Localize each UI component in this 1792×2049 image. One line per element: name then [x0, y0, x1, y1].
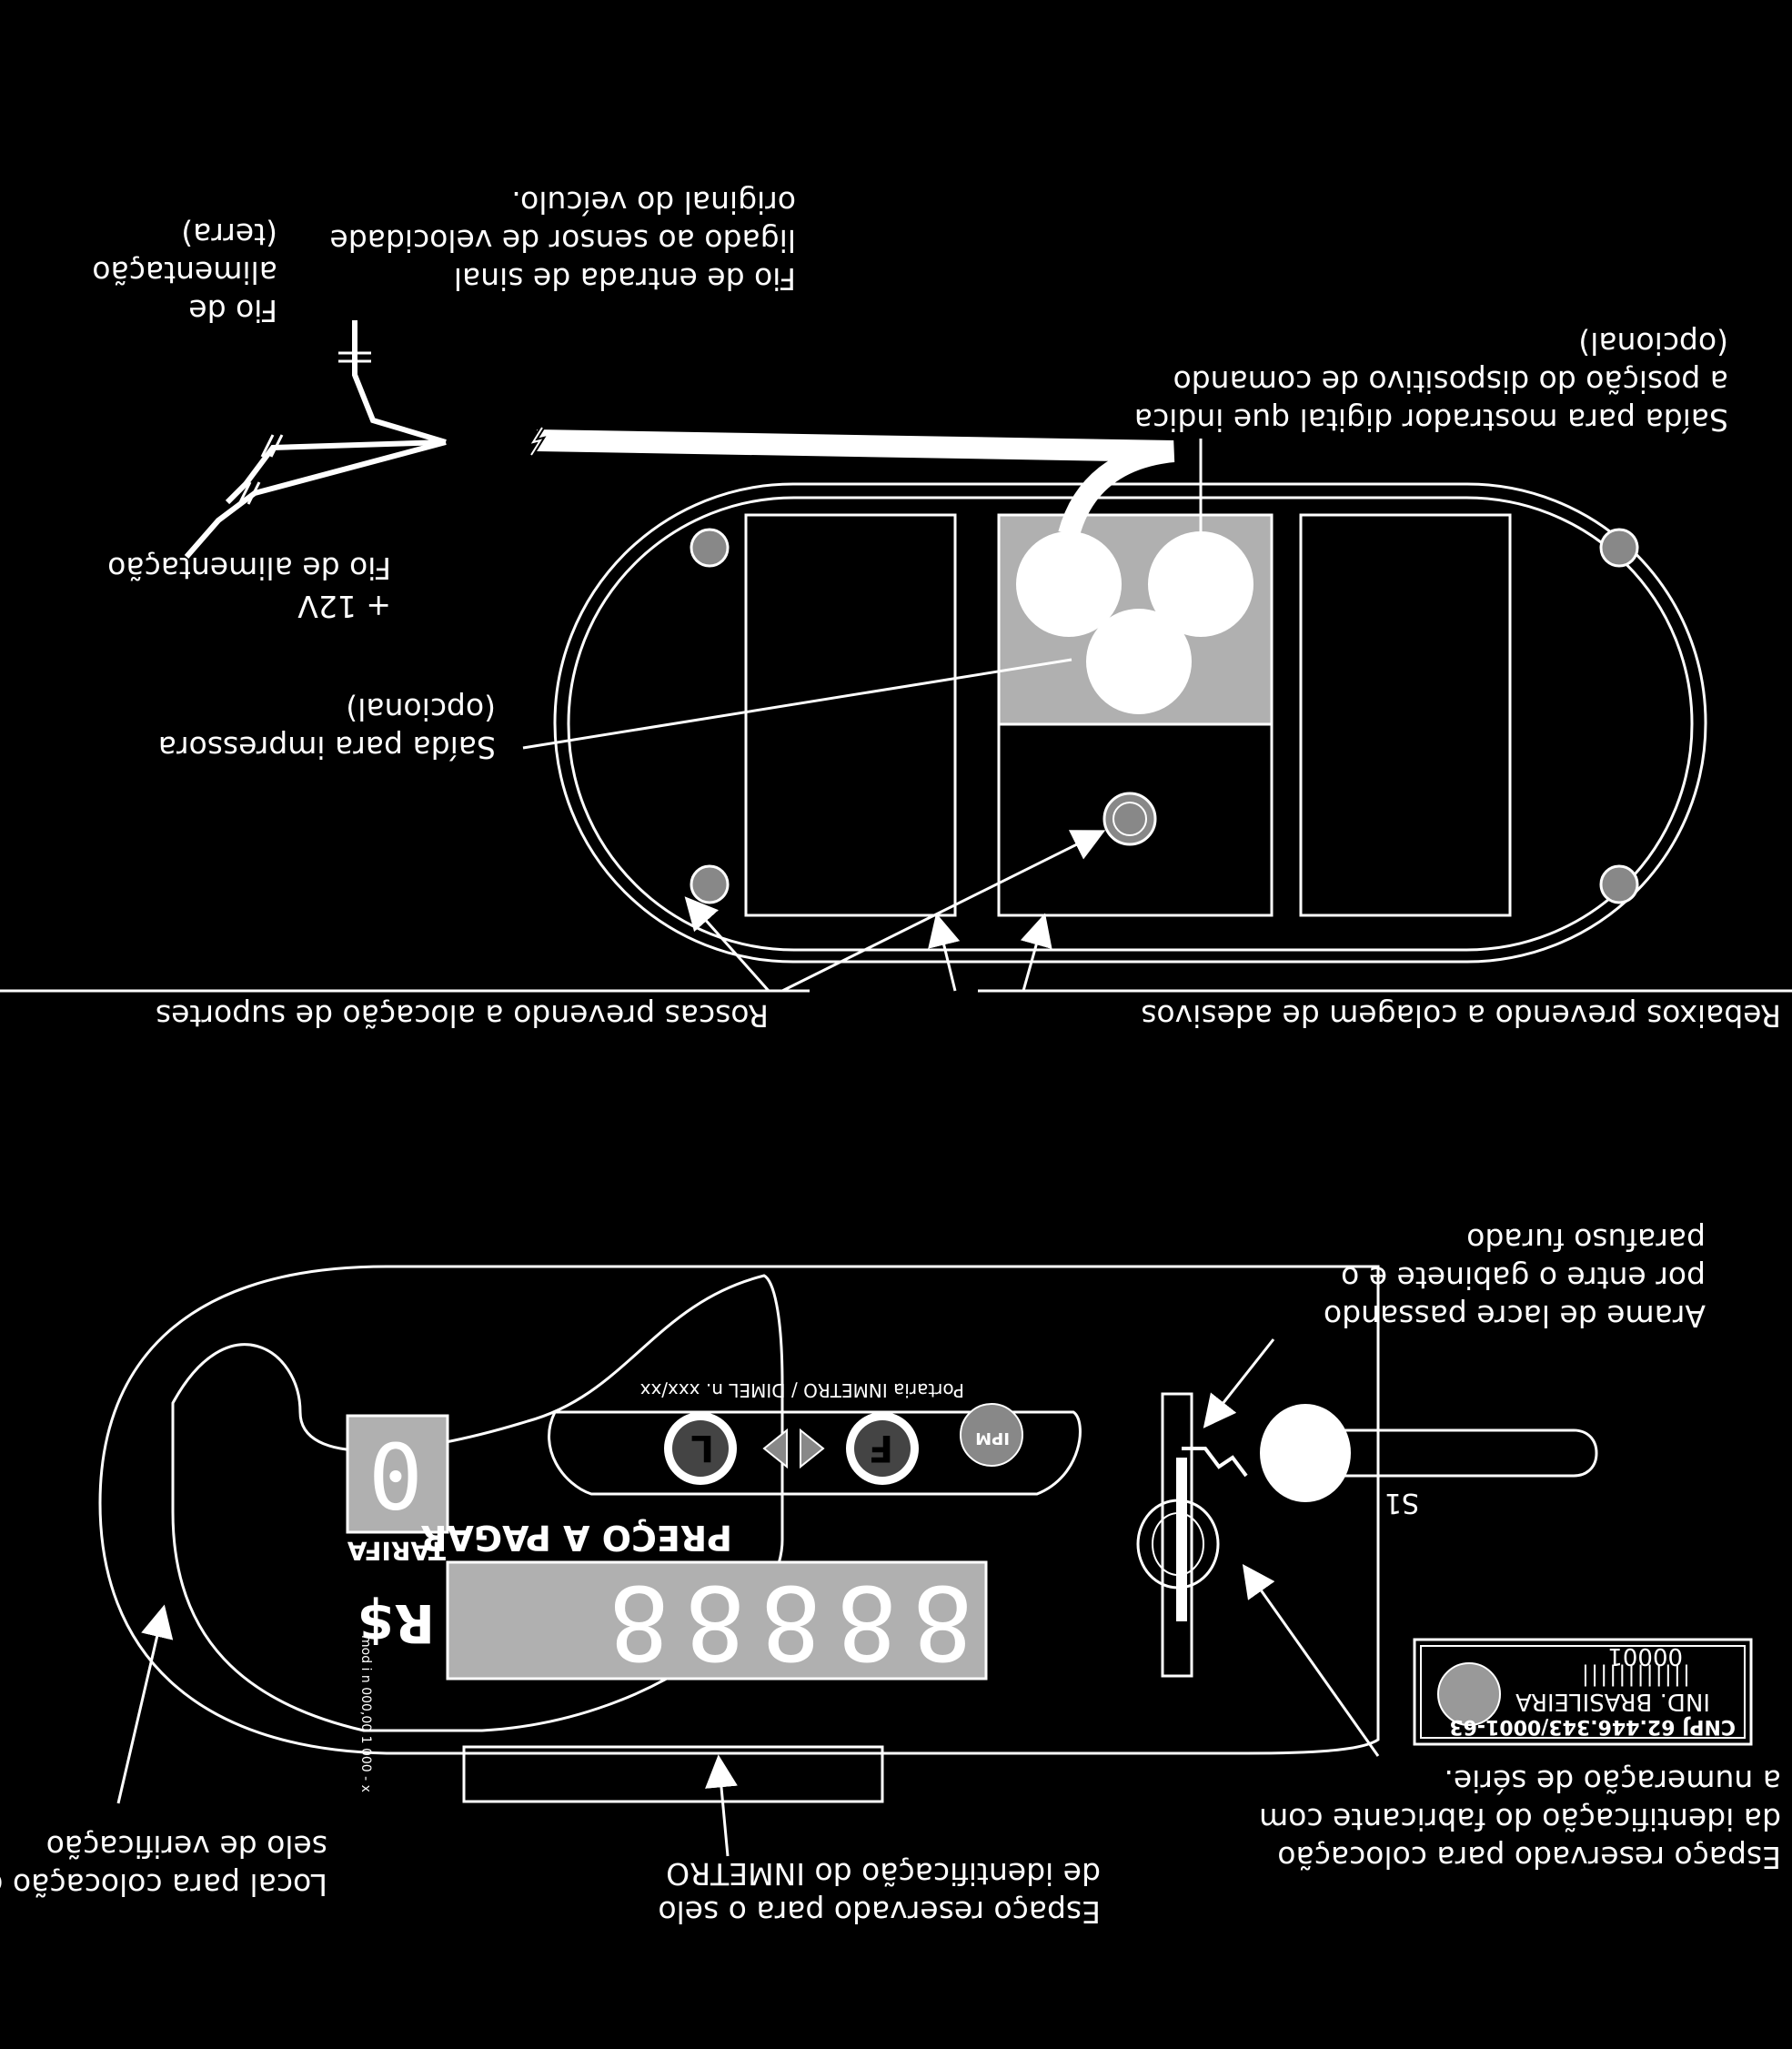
connector-top-left — [1148, 531, 1253, 637]
manufacturer-plate — [1413, 1638, 1753, 1746]
recesses-label: Rebaixos prevendo a colagem de adesivos — [1141, 998, 1781, 1034]
mount-thread-top-right — [690, 864, 730, 904]
mount-thread-bottom-right — [690, 528, 730, 568]
back-housing-inner — [567, 496, 1694, 952]
verification-seal-line-2: selo de verificação — [45, 1829, 327, 1864]
main-cable — [536, 429, 1175, 538]
mount-thread-top-left — [1599, 864, 1639, 904]
leader-verification — [116, 1604, 174, 1804]
lead-seal — [1260, 1404, 1351, 1502]
verification-seal-label: Local para colocação de selo de verifica… — [0, 1827, 327, 1903]
wire-power-line-1: + 12V — [297, 589, 391, 624]
seal-slot — [1176, 1458, 1187, 1621]
leader-inmetro — [705, 1754, 738, 1857]
threads-label: Roscas prevendo a alocação de suportes — [155, 998, 769, 1034]
wire-ground-line-3: (terra) — [181, 217, 277, 252]
verification-seal-line-1: Local para colocação de — [0, 1867, 327, 1903]
manufacturer-space-line-3: a numeração de série. — [1444, 1763, 1781, 1799]
output-printer-line-1: Saída para impressora — [157, 730, 496, 765]
manufacturer-space-label: Espaço reservado para colocação da ident… — [1259, 1761, 1781, 1876]
tariff-digit: 0 — [367, 1421, 423, 1528]
seal-wire — [1182, 1447, 1248, 1478]
manufacturer-space-line-2: da identificação do fabricante com — [1259, 1802, 1781, 1837]
display-window — [446, 1560, 988, 1681]
leader-manufacturer — [1242, 1564, 1380, 1757]
recess-center — [997, 722, 1274, 917]
arrow-buttons-icon — [762, 1428, 825, 1469]
front-logo — [960, 1403, 1023, 1467]
side-model-text: mod i n 000,00 1 000 - x — [358, 1635, 373, 1792]
s1-label: S1 — [1384, 1487, 1419, 1519]
inmetro-seal-label: Espaço reservado para o selo de identifi… — [658, 1854, 1101, 1931]
wire-signal-line-3: original do veículo. — [511, 185, 796, 220]
wire-ground-label: Fio de alimentação (terra) — [92, 215, 277, 329]
output-display-label: Saída para mostrador digital que indica … — [1134, 324, 1728, 439]
manufacturer-plate-inner — [1420, 1645, 1746, 1739]
seal-wire-line-1: Arame de lacre passando — [1323, 1298, 1706, 1334]
seal-screw-plate — [1161, 1392, 1193, 1678]
back-housing-outer — [553, 482, 1707, 964]
manufacturer-space-line-1: Espaço reservado para colocação — [1277, 1840, 1781, 1875]
plate-cnpj: CNPJ 62.446.343/0001-63 — [1449, 1715, 1736, 1738]
inmetro-seal-line-2: de identificação do INMETRO — [666, 1856, 1101, 1892]
inmetro-seal-line-1: Espaço reservado para o selo — [658, 1894, 1101, 1930]
inmetro-seal-box — [462, 1745, 884, 1803]
seal-wire-line-2: por entre o gabinete e o — [1341, 1260, 1706, 1296]
wire-break-symbols — [237, 434, 284, 505]
mount-thread-bottom-left — [1599, 528, 1639, 568]
recess-left — [1299, 513, 1512, 917]
front-logo-text: IPM — [975, 1428, 1010, 1448]
wire-ground — [225, 439, 447, 505]
connector-bottom — [1086, 609, 1192, 714]
plate-serial: 00001 — [1607, 1642, 1683, 1670]
wire-ground-line-2: alimentação — [92, 255, 277, 290]
leader-printer — [522, 658, 1072, 750]
seal-wire-label: Arame de lacre passando por entre o gabi… — [1324, 1220, 1706, 1335]
output-display-line-1: Saída para mostrador digital que indica — [1133, 402, 1728, 438]
wire-ground-line-1: Fio de — [188, 293, 277, 328]
wire-signal-line-1: Fio de entrada de sinal — [453, 261, 796, 297]
plate-country: IND. BRASILEIRA — [1515, 1688, 1710, 1715]
output-printer-line-2: (opcional) — [346, 691, 496, 727]
wire-power-line-2: Fio de alimentação — [107, 550, 391, 586]
front-housing — [98, 1265, 1380, 1755]
arrow-recess-center — [1020, 913, 1052, 992]
wire-power-label: + 12V Fio de alimentação — [107, 549, 391, 625]
button-f-label[interactable]: F — [868, 1427, 893, 1469]
back-view-diagram — [0, 320, 1792, 993]
arrow-thread-center — [781, 830, 1106, 993]
wire-signal — [352, 320, 447, 445]
leader-seal-wire — [1203, 1338, 1275, 1428]
seal-tag — [1301, 1428, 1598, 1478]
wire-signal-label: Fio de entrada de sinal ligado ao sensor… — [329, 183, 796, 298]
wire-power — [184, 439, 447, 559]
arrow-recess-right — [928, 913, 961, 992]
price-label: PREÇO A PAGAR — [420, 1518, 732, 1558]
tariff-window — [346, 1414, 449, 1534]
button-f-inner — [854, 1420, 911, 1477]
ordinance-panel — [548, 1410, 1082, 1496]
seal-wire-line-3: parafuso furado — [1466, 1222, 1706, 1257]
ordinance-text: Portaria INMETRO / DIMEL n. xxx/xx — [639, 1379, 964, 1401]
price-display: 88888 — [593, 1562, 973, 1681]
output-printer-label: Saída para impressora (opcional) — [158, 690, 496, 766]
connector-top-right — [1016, 531, 1122, 637]
plate-logo — [1437, 1662, 1501, 1726]
output-display-line-2: a posição do dispositivo de comando — [1173, 364, 1729, 399]
button-l-inner — [672, 1420, 729, 1477]
output-display-line-3: (opcional) — [1578, 326, 1728, 361]
center-thread-inner — [1112, 802, 1147, 836]
button-l-label[interactable]: L — [690, 1427, 715, 1469]
arrow-thread-bottom — [684, 896, 770, 992]
front-view-diagram — [98, 1265, 1753, 1857]
recess-right — [744, 513, 957, 917]
wire-signal-line-2: ligado ao sensor de velocidade — [329, 223, 796, 258]
center-thread — [1102, 792, 1157, 846]
cable-break-outline — [530, 427, 543, 456]
